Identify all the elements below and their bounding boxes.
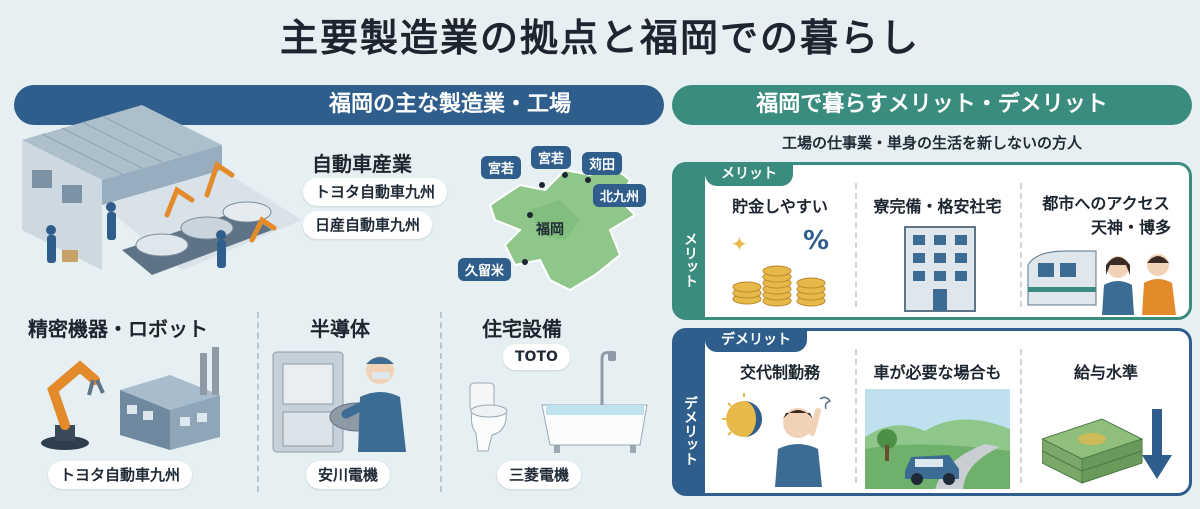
semiconductor-heading: 半導体 — [310, 317, 370, 341]
map-label-miyawaka-2: 宮若 — [531, 146, 572, 169]
merit-access-title: 都市へのアクセス — [1042, 194, 1170, 213]
money-stack-down-arrow-icon — [1042, 409, 1172, 484]
merit-access: 都市へのアクセス 天神・博多 — [1020, 165, 1192, 317]
semiconductor-worker-illustration — [272, 351, 406, 453]
demerit-car-title: 車が必要な場合も — [873, 363, 1002, 382]
divider-1 — [257, 312, 259, 492]
automotive-heading: 自動車産業 — [312, 152, 412, 176]
merit-tag: メリット — [705, 162, 793, 186]
company-nissan-kyushu: 日産自動車九州 — [303, 211, 433, 239]
merit-dormitory: 寮完備・格安社宅 — [855, 165, 1020, 317]
map-label-kanda: 苅田 — [582, 152, 623, 175]
merit-access-sub: 天神・博多 — [1090, 218, 1171, 237]
semiconductor-company: 安川電機 — [306, 461, 391, 489]
map-label-kitakyushu: 北九州 — [593, 184, 647, 207]
car-factory-illustration — [22, 105, 302, 275]
demerit-divider-1 — [855, 349, 857, 483]
demerit-side-label: デメリット — [675, 331, 705, 493]
precision-company: トヨタ自動車九州 — [48, 461, 193, 489]
merit-divider-1 — [855, 183, 857, 307]
map-label-miyawaka-1: 宮若 — [481, 156, 522, 179]
svg-text:%: % — [803, 226, 829, 256]
demerit-salary: 給与水準 — [1020, 331, 1192, 493]
svg-text:✦: ✦ — [731, 232, 748, 256]
merit-divider-2 — [1020, 183, 1022, 307]
sun-moon-tired-person-icon — [722, 393, 832, 487]
divider-2 — [440, 312, 442, 492]
page-title: 主要製造業の拠点と福岡での暮らし — [279, 16, 920, 60]
demerit-shift: 交代制勤務 — [705, 331, 855, 493]
demerit-car: 車が必要な場合も — [855, 331, 1020, 493]
toilet-bathtub-illustration — [469, 351, 648, 453]
car-road-landscape-icon — [865, 389, 1010, 489]
precision-robot-heading: 精密機器・ロボット — [28, 317, 208, 341]
merit-side-label: メリット — [675, 165, 705, 317]
housing-brand: TOTO — [503, 344, 570, 370]
robot-arm-factory-illustration — [41, 347, 220, 450]
demerit-shift-title: 交代制勤務 — [739, 363, 820, 382]
company-toyota-kyushu: トヨタ自動車九州 — [303, 178, 448, 206]
merit-savings: 貯金しやすい ✦ % — [705, 165, 855, 317]
merit-savings-title: 貯金しやすい — [732, 197, 828, 216]
train-people-icon — [1027, 250, 1176, 315]
life-subtitle: 工場の仕事業・単身の生活を新しないの方人 — [781, 134, 1082, 152]
housing-company: 三菱電機 — [497, 461, 582, 489]
housing-heading: 住宅設備 — [482, 317, 562, 341]
demerit-salary-title: 給与水準 — [1073, 363, 1138, 382]
apartment-building-icon — [904, 226, 976, 312]
coin-stack-icon: ✦ % — [731, 226, 829, 307]
demerit-tag: デメリット — [705, 328, 807, 352]
demerit-divider-2 — [1020, 349, 1022, 483]
merit-panel: メリット メリット 貯金しやすい ✦ % 寮完備・格安社宅 都市 — [672, 162, 1192, 320]
demerit-panel: デメリット デメリット 交代制勤務 車が必要な場合も 給与水 — [672, 328, 1192, 496]
merit-dormitory-title: 寮完備・格安社宅 — [873, 197, 1002, 216]
life-banner: 福岡で暮らすメリット・デメリット — [672, 85, 1192, 125]
map-label-kurume: 久留米 — [458, 258, 512, 281]
map-label-fukuoka: 福岡 — [536, 222, 564, 238]
